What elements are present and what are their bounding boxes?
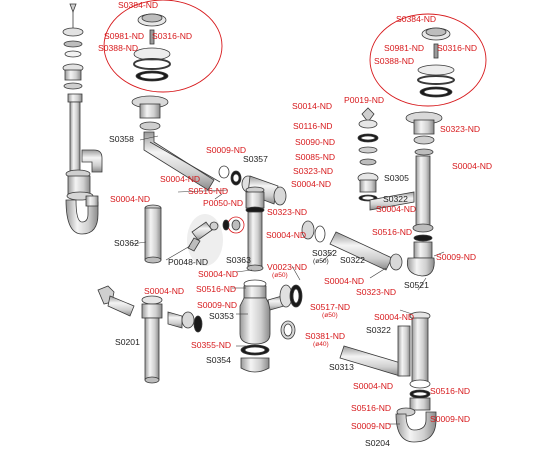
part-label: P0050-ND	[203, 198, 244, 208]
bottle-trap-s0353	[239, 279, 285, 373]
part-label: S0516-ND	[351, 403, 392, 413]
central-tube-s0363	[245, 186, 265, 272]
stand-pipe-s0201	[97, 285, 203, 384]
part-label: S0322	[383, 194, 408, 204]
part-label: S0516-ND	[196, 284, 237, 294]
part-label: S0316-ND	[437, 43, 478, 53]
part-label: S0009-ND	[430, 414, 471, 424]
part-label: S0381-ND	[305, 331, 346, 341]
part-label: S0517-ND	[310, 302, 351, 312]
part-label: S0004-ND	[160, 174, 201, 184]
part-label: S0004-ND	[291, 179, 332, 189]
part-label: S0516-ND	[430, 386, 471, 396]
part-label: S0388-ND	[98, 43, 139, 53]
part-label: S0004-ND	[376, 204, 417, 214]
part-label: S0388-ND	[374, 56, 415, 66]
part-label: V0023-ND	[267, 262, 308, 272]
part-label: S0009-ND	[206, 145, 247, 155]
part-label: S0004-ND	[374, 312, 415, 322]
hose-connector-p0048	[187, 214, 223, 266]
part-label: S0009-ND	[351, 421, 392, 431]
part-label: S0316-ND	[152, 31, 193, 41]
part-label: S0009-ND	[436, 252, 477, 262]
part-label: S0004-ND	[324, 276, 365, 286]
part-label: S0090-ND	[295, 137, 336, 147]
part-label: S0352	[312, 248, 337, 258]
part-label: S0354	[206, 355, 231, 365]
part-label: S0004-ND	[144, 286, 185, 296]
part-label: S0323-ND	[356, 287, 397, 297]
part-label: S0516-ND	[188, 186, 229, 196]
part-label: S0521	[404, 280, 429, 290]
leader-lines	[131, 135, 445, 425]
tail-pipe-right	[389, 155, 435, 277]
part-label: S0204	[365, 438, 390, 448]
overflow-assembly-right	[357, 107, 415, 211]
part-label: S0516-ND	[372, 227, 413, 237]
part-label: S0363	[226, 255, 251, 265]
part-label: S0085-ND	[295, 152, 336, 162]
part-label: (ø40)	[313, 341, 329, 348]
strainer-assembly-left	[62, 3, 84, 90]
angled-pipe-s0352	[301, 220, 393, 271]
part-label: S0322	[340, 255, 365, 265]
part-label: S0004-ND	[110, 194, 151, 204]
nuts-s0517	[279, 284, 303, 340]
part-label: S0355-ND	[191, 340, 232, 350]
part-label: P0019-ND	[344, 95, 385, 105]
part-label: S0384-ND	[118, 0, 159, 10]
part-label: (ø50)	[322, 312, 338, 319]
part-label: S0323-ND	[440, 124, 481, 134]
elbow-p0050	[222, 216, 245, 234]
part-label: S0116-ND	[293, 121, 333, 131]
part-label: S0358	[109, 134, 134, 144]
part-label: S0981-ND	[104, 31, 145, 41]
part-label: S0009-ND	[197, 300, 238, 310]
tube-s0362	[144, 204, 162, 264]
part-label: S0357	[243, 154, 268, 164]
part-label: S0004-ND	[452, 161, 493, 171]
part-label: S0305	[384, 173, 409, 183]
part-label: S0981-ND	[384, 43, 425, 53]
part-label: S0004-ND	[353, 381, 394, 391]
overflow-pipe-s0358	[143, 131, 221, 191]
part-label: S0322	[366, 325, 391, 335]
part-label: S0014-ND	[292, 101, 333, 111]
part-label: (ø50)	[272, 272, 288, 279]
bottle-trap-left	[65, 93, 103, 235]
strainer-parts-left	[103, 0, 223, 131]
part-label: S0004-ND	[266, 230, 307, 240]
part-label: S0384-ND	[396, 14, 437, 24]
part-label: S0323-ND	[267, 207, 308, 217]
part-label: S0004-ND	[198, 269, 239, 279]
strainer-parts-right	[369, 13, 487, 156]
part-label: S0362	[114, 238, 139, 248]
trap-s0204-assembly	[339, 311, 437, 443]
part-label: S0323-ND	[293, 166, 334, 176]
part-label: S0201	[115, 337, 140, 347]
part-label: (ø50)	[313, 258, 329, 265]
part-label: P0048-ND	[168, 257, 209, 267]
part-label: S0353	[209, 311, 234, 321]
part-label: S0313	[329, 362, 354, 372]
